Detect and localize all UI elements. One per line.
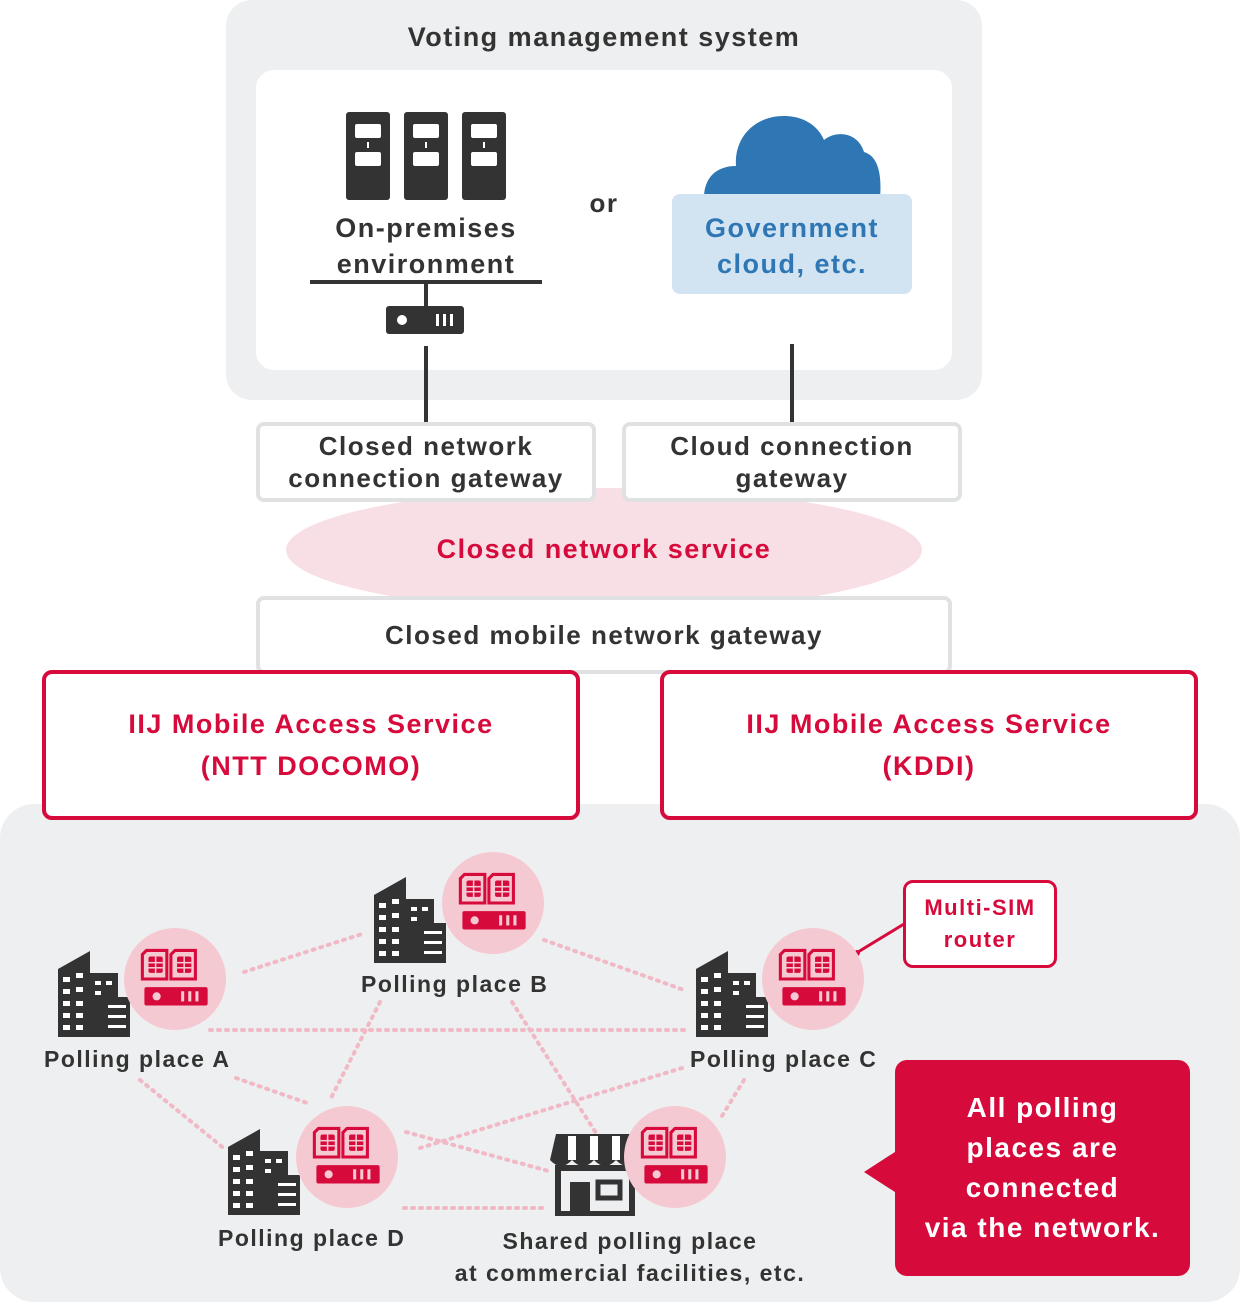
iij-mobile-access-kddi: IIJ Mobile Access Service (KDDI): [660, 670, 1198, 820]
docomo-line2: (NTT DOCOMO): [200, 751, 422, 781]
onprem-label: On-premises environment: [300, 210, 552, 282]
government-cloud-box: [672, 194, 912, 294]
sim-router-icon: [762, 928, 864, 1030]
closed-mobile-network-gateway: Closed mobile network gateway: [256, 596, 952, 674]
callout-tail: [864, 1150, 898, 1194]
onprem-label-line1: On-premises: [335, 213, 517, 243]
shared-polling-place-label: Shared polling place at commercial facil…: [450, 1225, 810, 1289]
government-cloud-line2: cloud, etc.: [716, 249, 868, 279]
callout-line1: All polling: [966, 1092, 1119, 1123]
cloud-gateway-line2: gateway: [735, 463, 849, 493]
building-icon: [688, 946, 768, 1038]
polling-place-d-label: Polling place D: [218, 1225, 406, 1251]
iij-mobile-access-docomo: IIJ Mobile Access Service (NTT DOCOMO): [42, 670, 580, 820]
callout-line4: via the network.: [924, 1212, 1161, 1243]
cloud-icon: [704, 116, 881, 198]
polling-place-a-label: Polling place A: [44, 1046, 231, 1072]
closed-gateway-line1: Closed network: [318, 431, 534, 461]
or-label: or: [589, 188, 619, 218]
closed-gateway-line2: connection gateway: [288, 463, 564, 493]
shared-polling-line2: at commercial facilities, etc.: [454, 1260, 806, 1286]
callout-line3: connected: [965, 1172, 1120, 1203]
cloud-gateway-line1: Cloud connection: [670, 431, 914, 461]
kddi-line1: IIJ Mobile Access Service: [746, 709, 1112, 739]
cloud-connector-line: [790, 344, 794, 422]
government-cloud-line1: Government: [704, 213, 880, 243]
server-icon: [346, 112, 506, 200]
router-icon: [386, 306, 464, 334]
closed-network-gateway: Closed network connection gateway: [256, 422, 596, 502]
sim-router-icon: [624, 1106, 726, 1208]
closed-network-service-ellipse: [286, 488, 922, 612]
polling-place-b-label: Polling place B: [361, 971, 549, 997]
polling-place-c-label: Polling place C: [690, 1046, 878, 1072]
multi-sim-line1: Multi-SIM: [924, 895, 1036, 920]
multi-sim-router-label: Multi-SIM router: [903, 880, 1057, 968]
building-icon: [50, 946, 130, 1038]
all-polling-places-callout: All polling places are connected via the…: [895, 1060, 1190, 1276]
callout-line2: places are: [966, 1132, 1119, 1163]
building-icon: [220, 1124, 300, 1216]
building-icon: [366, 872, 446, 964]
multi-sim-line2: router: [943, 927, 1017, 952]
closed-network-service-label: Closed network service: [436, 534, 772, 564]
government-cloud-label: Government cloud, etc.: [672, 210, 912, 282]
shared-polling-line1: Shared polling place: [502, 1228, 758, 1254]
sim-router-icon: [124, 928, 226, 1030]
sim-router-icon: [296, 1106, 398, 1208]
onprem-label-line2: environment: [336, 249, 516, 279]
docomo-line1: IIJ Mobile Access Service: [128, 709, 494, 739]
onprem-network-connector: [310, 280, 542, 424]
shop-icon: [550, 1134, 640, 1216]
vms-title: Voting management system: [407, 22, 801, 52]
kddi-line2: (KDDI): [882, 751, 976, 781]
cloud-connection-gateway: Cloud connection gateway: [622, 422, 962, 502]
sim-router-icon: [442, 852, 544, 954]
